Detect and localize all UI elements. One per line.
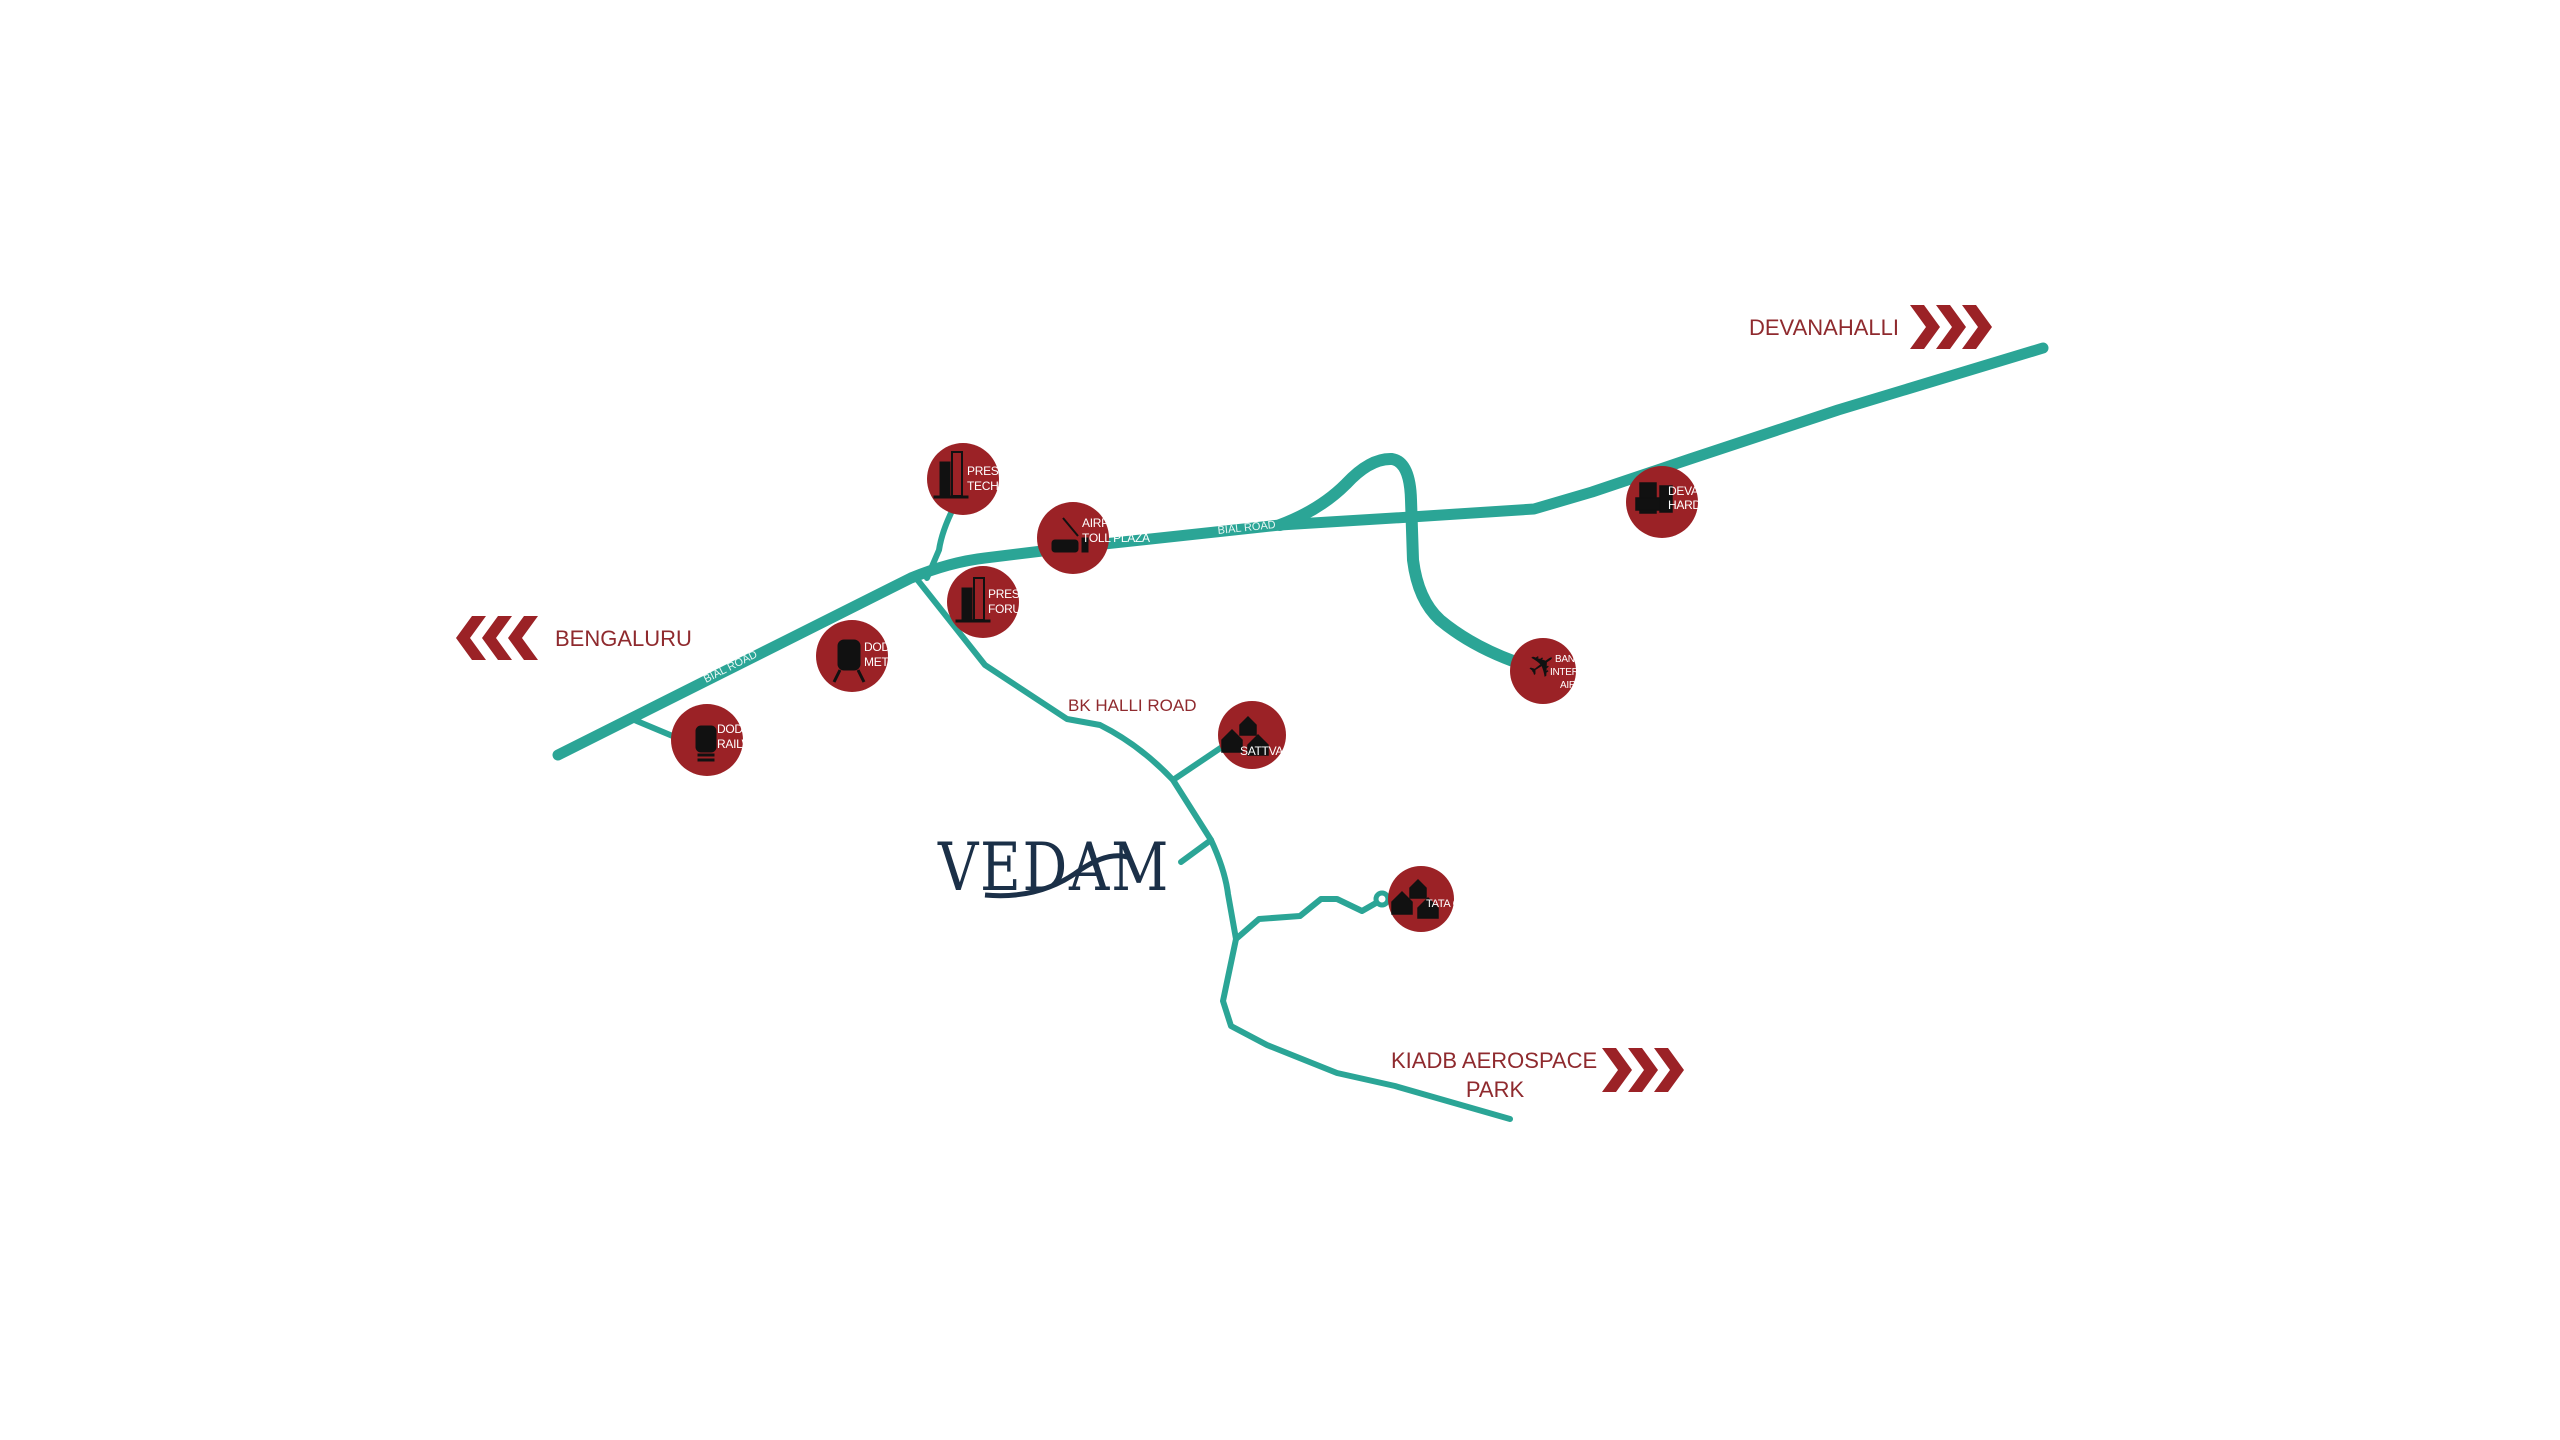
direction-label: PARK (1466, 1077, 1525, 1102)
airport-flyover (1274, 453, 1519, 667)
tata-roundabout (1373, 890, 1391, 908)
hardware-icon (1635, 482, 1673, 514)
chevrons-right-icon (1910, 305, 1992, 349)
direction-label: BENGALURU (555, 626, 692, 651)
bial-road-label: BIAL ROAD (702, 648, 759, 685)
toll-gate-car-icon (1051, 517, 1089, 553)
direction-bengaluru: BENGALURU (456, 616, 692, 660)
railway-branch (629, 716, 678, 740)
metro-train-icon (832, 639, 866, 683)
vedam-logo: VEDAM (937, 829, 1170, 906)
logo-swoosh (984, 853, 1131, 899)
svg-text:SATTVA SERENE LIFE: SATTVA SERENE LIFE (1240, 744, 1360, 758)
vedam-branch (1178, 837, 1214, 865)
direction-devanahalli: DEVANAHALLI (1749, 305, 1992, 349)
building-icon (933, 451, 969, 499)
logo-text: VEDAM (937, 829, 1170, 906)
bk-halli-road-label: BK HALLI ROAD (1068, 696, 1197, 715)
tata-branch (1233, 896, 1379, 942)
bial-road-label: BIAL ROAD (1217, 519, 1276, 537)
chevrons-right-icon (1602, 1048, 1684, 1092)
landmark-sattva-serene-life[interactable]: SATTVA SERENE LIFE (1218, 701, 1361, 769)
direction-kiadb: KIADB AEROSPACE PARK (1391, 1048, 1684, 1102)
svg-text:TATA ONE PROJECT: TATA ONE PROJECT (1426, 898, 1528, 910)
houses-icon (1391, 878, 1439, 919)
chevrons-left-icon (456, 616, 538, 660)
direction-label: KIADB AEROSPACE (1391, 1048, 1597, 1073)
sattva-branch (1170, 742, 1228, 783)
train-icon (695, 725, 717, 762)
direction-label: DEVANAHALLI (1749, 315, 1899, 340)
building-icon (955, 577, 991, 623)
landmark-tata-one-project[interactable]: TATA ONE PROJECT (1388, 866, 1528, 932)
bial-road (552, 342, 2049, 761)
houses-icon (1221, 715, 1269, 756)
